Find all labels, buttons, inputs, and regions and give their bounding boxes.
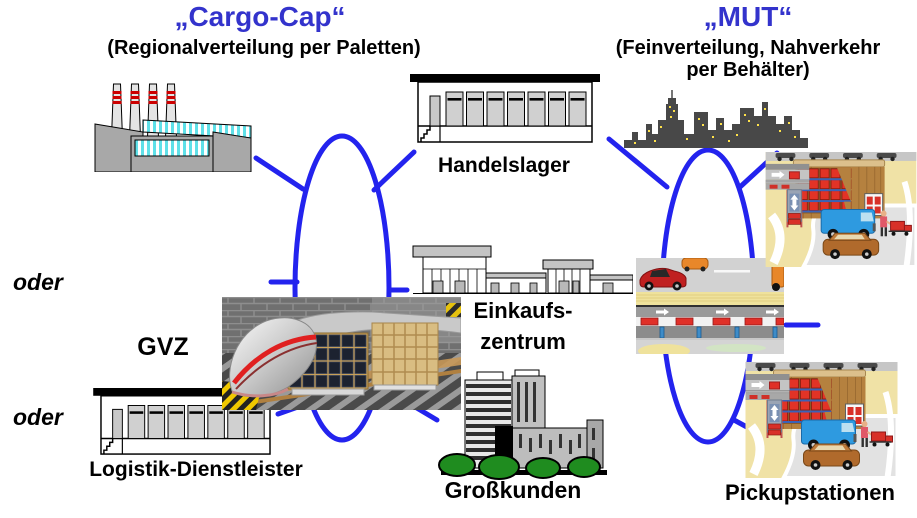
- oder-label-top: oder: [13, 269, 63, 295]
- factory-illustration: [94, 83, 252, 172]
- einkaufszentrum-label-line1: Einkaufs-: [473, 298, 573, 323]
- cargo-cap-title: „Cargo-Cap“: [174, 1, 346, 32]
- oder-label-bottom: oder: [13, 404, 63, 430]
- mut-title: „MUT“: [703, 1, 793, 32]
- pickup-station-illustration-top: [765, 152, 917, 267]
- grosskunden-label: Großkunden: [444, 477, 582, 503]
- road-over-tube-photo: [636, 258, 784, 354]
- mut-subtitle-line1: (Feinverteilung, Nahverkehr: [615, 37, 881, 59]
- logistik-dienstleister-label: Logistik-Dienstleister: [89, 458, 303, 481]
- cargo-cap-capsule-photo: [222, 297, 461, 410]
- mut-subtitle-line2: per Behälter): [686, 59, 810, 81]
- pickup-station-illustration-bottom: [743, 362, 900, 478]
- einkaufszentrum-label-line2: zentrum: [480, 329, 566, 354]
- cargo-cap-subtitle: (Regionalverteilung per Paletten): [107, 37, 421, 59]
- pickupstationen-label: Pickupstationen: [725, 480, 895, 505]
- handelslager-building: [410, 72, 600, 146]
- einkaufszentrum-building: [412, 245, 633, 294]
- handelslager-label: Handelslager: [438, 154, 570, 177]
- mut-subtitle: (Feinverteilung, Nahverkehr per Behälter…: [616, 37, 881, 81]
- grosskunden-building: [438, 369, 607, 480]
- city-skyline-illustration: [624, 90, 808, 148]
- einkaufszentrum-label: Einkaufs- zentrum: [473, 295, 572, 357]
- gvz-label: GVZ: [137, 333, 189, 361]
